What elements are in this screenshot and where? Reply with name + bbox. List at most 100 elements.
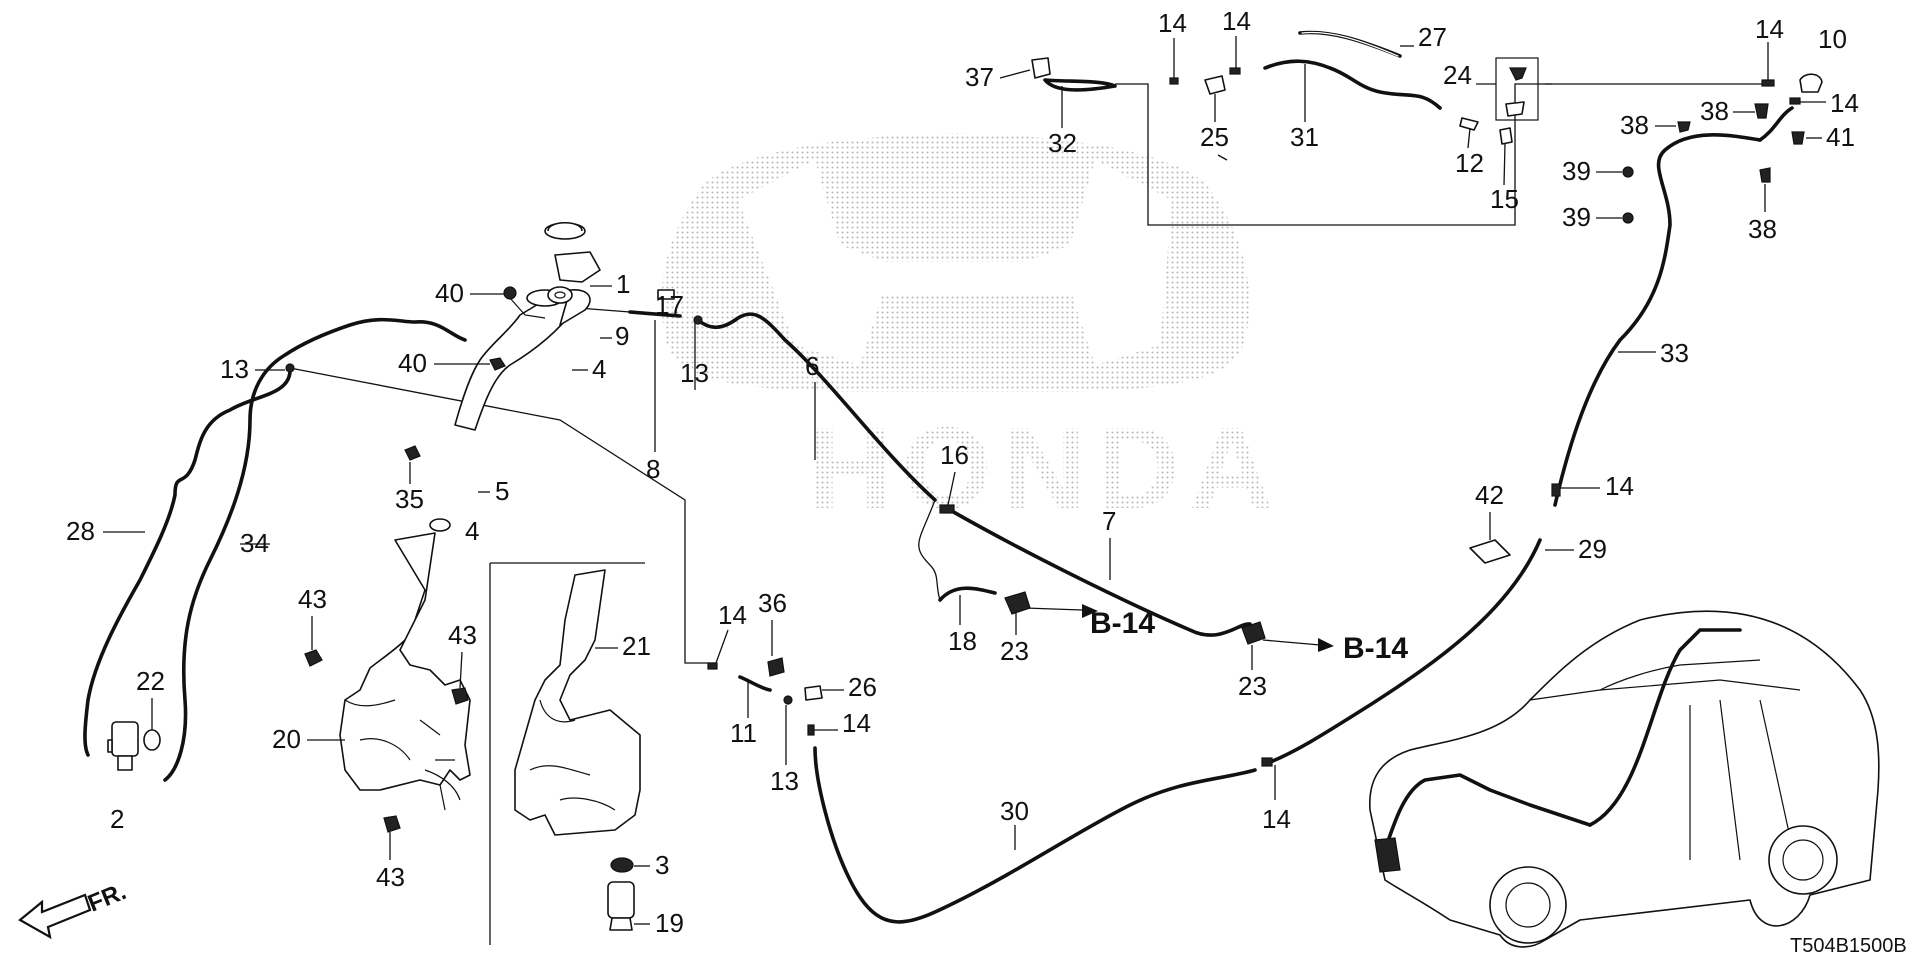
callout: 35 xyxy=(395,484,424,514)
grommet-22 xyxy=(143,729,161,751)
seal-4-bottom xyxy=(429,518,451,532)
joint-14-a xyxy=(1169,77,1179,85)
joint-14-g xyxy=(707,662,718,670)
seal-4-top xyxy=(547,286,573,304)
callout: 21 xyxy=(622,631,651,661)
washer-tank-21 xyxy=(514,569,641,836)
hose-31 xyxy=(1263,59,1442,110)
callout: 9 xyxy=(615,321,629,351)
nozzle-group-bracket xyxy=(1115,83,1552,226)
hose-18 xyxy=(938,586,997,602)
lead-16 xyxy=(918,499,941,601)
clip-39-b xyxy=(1622,212,1634,224)
clip-38-b xyxy=(1677,121,1691,133)
callout: 2 xyxy=(110,804,124,834)
rear-wheel-icon xyxy=(1768,825,1838,895)
callout: 4 xyxy=(465,516,479,546)
grommet-25 xyxy=(1204,75,1226,95)
hose-34 xyxy=(163,317,467,782)
callout: 14 xyxy=(1605,471,1634,501)
joint-14-f xyxy=(1261,757,1273,767)
callout: 14 xyxy=(842,708,871,738)
clip-35 xyxy=(404,445,421,461)
clip-17 xyxy=(657,289,675,300)
hose-6 xyxy=(696,312,937,502)
filler-neck-5 xyxy=(454,288,576,431)
callout: 40 xyxy=(398,348,427,378)
callout: 38 xyxy=(1748,214,1777,244)
arrow-b14-1 xyxy=(1024,607,1083,611)
clip-38-a xyxy=(1754,103,1769,119)
callout: 26 xyxy=(848,672,877,702)
callout: 29 xyxy=(1578,534,1607,564)
callout: 14 xyxy=(718,600,747,630)
joint-14-e xyxy=(1551,483,1561,497)
callout: 31 xyxy=(1290,122,1319,152)
callout: 23 xyxy=(1000,636,1029,666)
bolt-43-a xyxy=(304,649,323,667)
car-tank-icon xyxy=(1374,837,1401,873)
hose-28 xyxy=(83,366,292,757)
clip-38-c xyxy=(1759,167,1771,183)
callout: 10 xyxy=(1818,24,1847,54)
hose-29 xyxy=(1266,538,1542,765)
pump-2 xyxy=(111,721,139,757)
pad-42 xyxy=(1469,539,1511,564)
callout: 30 xyxy=(1000,796,1029,826)
vehicle-inset xyxy=(1369,610,1880,948)
joint-26 xyxy=(804,685,823,701)
joint-14-b xyxy=(1229,67,1241,75)
hose-30 xyxy=(813,746,1257,924)
callout: 40 xyxy=(435,278,464,308)
callout: 32 xyxy=(1048,128,1077,158)
callout: 13 xyxy=(770,766,799,796)
callout: 3 xyxy=(655,850,669,880)
callout: 14 xyxy=(1755,14,1784,44)
callout: 27 xyxy=(1418,22,1447,52)
reference-label-1: B-14 xyxy=(1090,607,1155,640)
front-wheel-icon xyxy=(1489,866,1567,944)
callout: 12 xyxy=(1455,148,1484,178)
honda-h-logo-watermark: HONDA xyxy=(661,133,1283,533)
clip-39-a xyxy=(1622,166,1634,178)
callout: 14 xyxy=(1158,8,1187,38)
hose-11 xyxy=(738,675,772,692)
arrow-head-1 xyxy=(1082,604,1098,618)
hoses xyxy=(83,30,1794,924)
part-37 xyxy=(1031,57,1051,79)
honda-wordmark-watermark: HONDA xyxy=(808,403,1283,533)
washer-tank-20 xyxy=(339,532,471,791)
bracket-9 xyxy=(554,251,601,283)
callout: 43 xyxy=(298,584,327,614)
callout: 38 xyxy=(1700,96,1729,126)
clip-41 xyxy=(1791,131,1805,145)
direction-label: FR. xyxy=(84,878,130,918)
part-24-box xyxy=(1495,57,1539,121)
direction-arrow-icon xyxy=(18,893,92,940)
joint-13-a xyxy=(285,363,295,373)
cap-1-top xyxy=(547,221,583,232)
callout: 4 xyxy=(592,354,606,384)
callout: 43 xyxy=(448,620,477,650)
callout: 28 xyxy=(66,516,95,546)
callout: 36 xyxy=(758,588,787,618)
callout: 16 xyxy=(940,440,969,470)
callout: 13 xyxy=(220,354,249,384)
callout: 14 xyxy=(1262,804,1291,834)
joint-13-c xyxy=(783,695,793,705)
callout: 11 xyxy=(730,718,757,748)
callout: 1 xyxy=(616,269,630,299)
bolt-43-b xyxy=(451,687,469,705)
reference-label-2: B-14 xyxy=(1343,632,1408,665)
lead-13a xyxy=(289,367,715,664)
hose-33 xyxy=(1553,133,1762,507)
joint-16 xyxy=(939,504,955,514)
hose-33-upper xyxy=(1758,106,1794,142)
hose-27 xyxy=(1298,30,1402,58)
nozzle-23-b xyxy=(1241,621,1266,645)
callout: 15 xyxy=(1490,184,1519,214)
callout: 38 xyxy=(1620,110,1649,140)
callout: 39 xyxy=(1562,156,1591,186)
part-15 xyxy=(1499,127,1513,145)
